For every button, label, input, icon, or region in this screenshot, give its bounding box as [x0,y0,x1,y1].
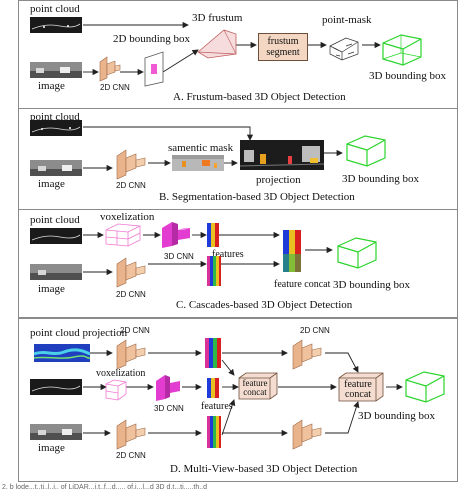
semantic-mask-image [172,155,224,171]
panel-b-caption: B. Segmentation-based 3D Object Detectio… [159,191,355,203]
bbox-2d-image [143,50,165,88]
voxelization-label: voxelization [100,211,155,223]
cnn-2d-block-b [290,336,324,370]
pc-projection-thumbnail [33,344,91,362]
feature-concat-box-b: feature concat [338,372,384,402]
frustum-3d-label: 3D frustum [192,12,243,24]
figure-footer-caption: 2. b lode...t..ti..l..i.. of LiDAR...i.t… [2,484,208,491]
point-mask-label: point-mask [322,14,372,26]
voxel-grid [104,222,142,248]
cnn-3d-label: 3D CNN [164,252,194,261]
cnn-2d-block-c [114,416,148,450]
bbox-3d-label: 3D bounding box [369,70,446,82]
features-label: features [212,249,244,260]
feature-concat-label-b: feature concat [344,379,372,400]
image-label: image [38,178,65,190]
feature-concat-box-a: feature concat [238,372,278,400]
voxel-grid [104,378,128,402]
feature-concat-label: feature concat [274,279,331,290]
cnn-2d-label-b: 2D CNN [300,326,330,335]
frustum-segment-label: frustum segment [266,36,300,58]
frustum-shape [196,28,238,60]
panel-c-caption: C. Cascades-based 3D Object Detection [176,299,353,311]
cnn-2d-label-a: 2D CNN [120,326,150,335]
feature-bar-b [207,378,219,398]
feature-bar-top [207,223,219,247]
projection-image [239,140,325,170]
point-cloud-thumbnail [30,228,82,244]
bbox-3d-label: 3D bounding box [333,279,410,291]
cnn-2d-label: 2D CNN [100,83,130,92]
image-thumbnail [30,424,82,440]
feature-concat-bar [283,230,301,272]
image-thumbnail [30,62,82,78]
image-thumbnail [30,160,82,176]
cnn-3d-block [160,218,192,250]
cnn-2d-block [114,146,148,180]
cnn-2d-label: 2D CNN [116,181,146,190]
panel-a-caption: A. Frustum-based 3D Object Detection [173,91,346,103]
bbox-3d-thumbnail [381,27,423,67]
panel-b-frame [18,108,458,210]
panel-a-frame [18,0,458,109]
voxelization-label: voxelization [96,368,146,379]
pc-projection-label: point cloud projection [30,327,128,339]
point-cloud-thumbnail [30,17,82,33]
cnn-2d-label-c: 2D CNN [116,451,146,460]
image-label: image [38,283,65,295]
bbox-3d-thumbnail [345,130,387,168]
image-label: image [38,442,65,454]
point-cloud-thumbnail [30,120,82,136]
point-cloud-label: point cloud [30,214,80,226]
cnn-2d-label: 2D CNN [116,290,146,299]
cnn-2d-block [97,54,121,82]
point-mask-thumbnail [326,28,362,64]
bbox-3d-thumbnail [404,366,446,404]
features-label: features [201,401,233,412]
image-label: image [38,80,65,92]
bbox-2d-label: 2D bounding box [113,33,190,45]
point-cloud-label: point cloud [30,3,80,15]
semantic-mask-label: samentic mask [168,142,234,154]
image-thumbnail [30,264,82,280]
frustum-segment-box: frustum segment [258,33,308,61]
cnn-2d-block-d [290,416,324,450]
cnn-2d-block [114,254,148,288]
point-cloud-thumbnail [30,379,82,395]
bbox-3d-thumbnail [336,232,378,270]
feature-bar-a [205,338,221,368]
projection-label: projection [256,174,301,186]
bbox-3d-label: 3D bounding box [358,410,435,422]
cnn-2d-block-a [114,336,148,370]
feature-concat-label-a: feature concat [242,378,268,397]
cnn-3d-block [154,371,182,403]
feature-bar-c [207,416,221,448]
panel-c-frame [18,209,458,318]
cnn-3d-label: 3D CNN [154,404,184,413]
panel-d-caption: D. Multi-View-based 3D Object Detection [170,463,358,475]
feature-bar-bottom [207,256,221,286]
panel-d-frame [18,318,458,482]
bbox-3d-label: 3D bounding box [342,173,419,185]
